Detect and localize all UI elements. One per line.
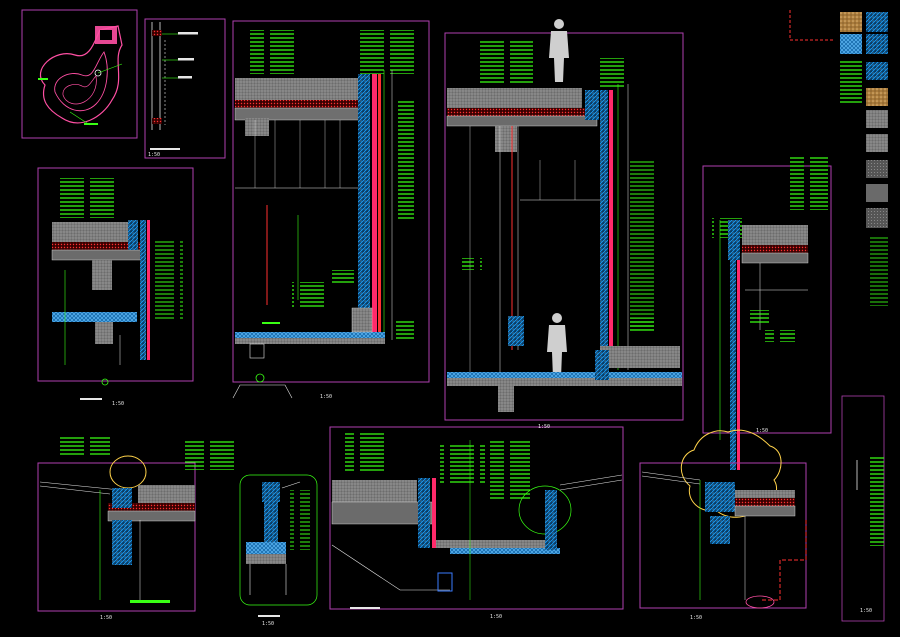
section-detail-8 [639,429,807,609]
hatch-tan-icon [840,12,862,32]
scale-label: 1:50 [756,428,768,434]
section-detail-5 [37,435,235,612]
section-detail-3 [37,167,194,400]
scale-label: 1:50 [262,621,274,627]
hatch-blue-icon [866,12,888,32]
scale-label: 1:50 [860,608,872,614]
hatch-gray-icon [866,110,888,128]
wall-section-small [144,18,226,159]
section-detail-1 [232,20,430,399]
person-figure-upper-icon [549,19,569,82]
scale-label: 1:50 [112,401,124,407]
tree-symbol-icon [680,429,782,518]
person-figure-lower-icon [547,313,567,378]
scale-label: 1:50 [320,394,332,400]
section-detail-6 [239,474,318,617]
section-detail-2 [444,19,684,421]
scale-label: 1:50 [538,424,550,430]
section-detail-4 [702,155,832,470]
key-plan-frame [21,9,138,139]
scale-label: 1:50 [490,614,502,620]
scale-label: 1:50 [690,615,702,621]
material-legend [789,10,888,622]
hatch-dark-icon [866,208,888,228]
scale-labels: 1:50 1:50 1:50 1:50 1:50 1:50 1:50 1:50 … [100,152,872,627]
scale-label: 1:50 [100,615,112,621]
section-detail-7 [329,426,624,610]
scale-label: 1:50 [148,152,160,158]
